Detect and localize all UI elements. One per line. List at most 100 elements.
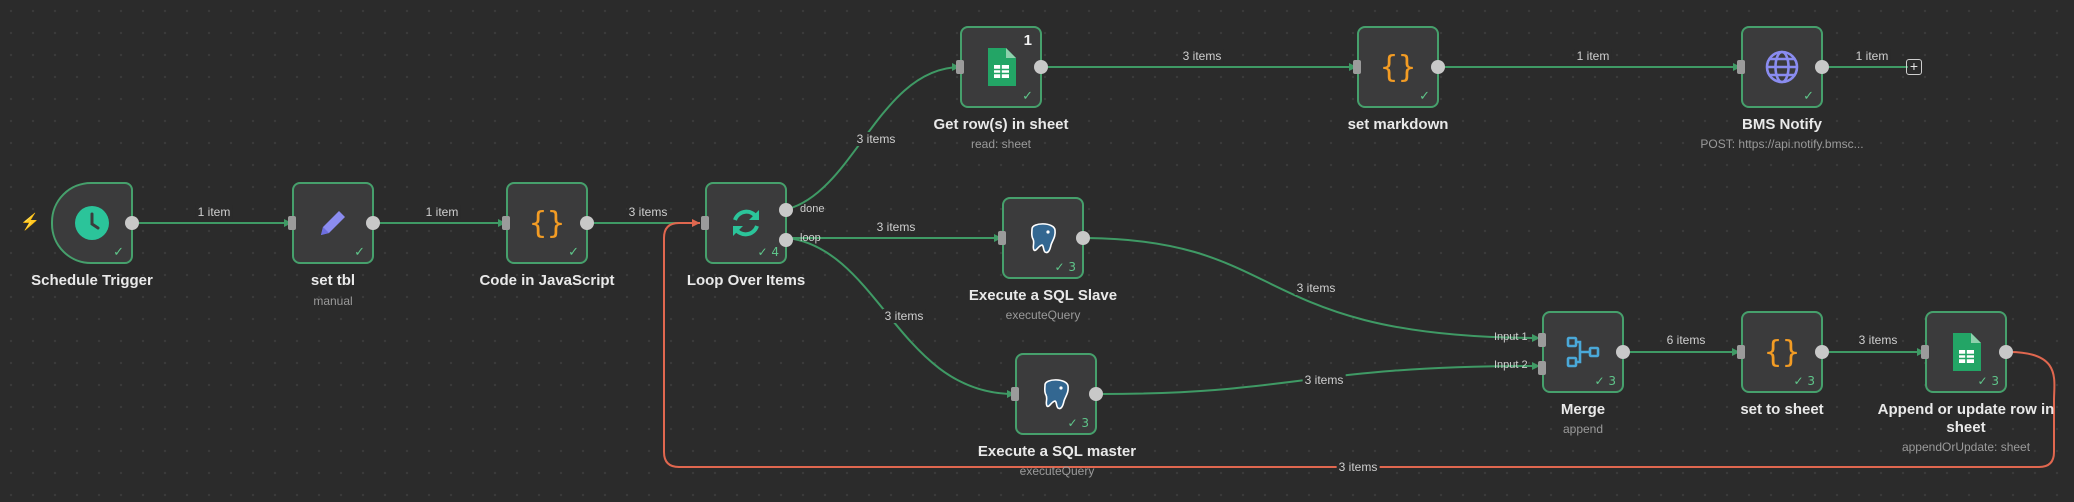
globe-icon	[1764, 49, 1800, 85]
curly-braces-icon: {}	[1763, 334, 1801, 370]
lightning-bolt-icon: ⚡	[20, 214, 40, 231]
node-execute-sql-master[interactable]: ✓ 3	[1011, 353, 1103, 435]
node-execute-sql-slave[interactable]: ✓ 3	[998, 197, 1090, 279]
node-label: Merge	[1560, 401, 1606, 418]
svg-text:{}: {}	[529, 206, 565, 241]
node-get-rows-in-sheet[interactable]: 1 ✓	[956, 26, 1048, 108]
edge-label: 3 items	[882, 309, 926, 323]
node-label: Append or update row in sheet	[1877, 401, 2055, 436]
node-loop-over-items[interactable]: ✓ 4	[701, 182, 793, 264]
execution-badge: 1	[1023, 32, 1032, 49]
node-label: BMS Notify	[1742, 116, 1822, 133]
output-port-loop[interactable]	[779, 233, 793, 247]
input-port[interactable]	[288, 216, 296, 230]
node-label: Get row(s) in sheet	[933, 116, 1069, 133]
output-port[interactable]	[1431, 60, 1445, 74]
svg-text:{}: {}	[1764, 335, 1800, 370]
output-port[interactable]	[1815, 60, 1829, 74]
node-subtitle: POST: https://api.notify.bmsc...	[1700, 137, 1864, 151]
pencil-icon	[315, 205, 351, 241]
success-check-icon: ✓	[1022, 88, 1033, 103]
node-label: set to sheet	[1740, 401, 1824, 418]
port-label-input-2: Input 2	[1494, 359, 1528, 371]
output-port-done[interactable]	[779, 203, 793, 217]
success-check-icon: ✓	[1803, 88, 1814, 103]
port-label-loop: loop	[800, 232, 821, 244]
node-merge[interactable]: ✓ 3	[1538, 311, 1630, 393]
output-port[interactable]	[1089, 387, 1103, 401]
node-label: set tbl	[310, 272, 356, 289]
input-port[interactable]	[998, 231, 1006, 245]
run-count: ✓ 3	[1594, 374, 1616, 388]
edge-label: 3 items	[626, 205, 670, 219]
input-port[interactable]	[1921, 345, 1929, 359]
success-check-icon: ✓	[1419, 88, 1430, 103]
add-node-button[interactable]: +	[1906, 59, 1922, 75]
input-port[interactable]	[1737, 60, 1745, 74]
svg-text:{}: {}	[1380, 50, 1416, 85]
input-port-1[interactable]	[1538, 333, 1546, 347]
run-count: ✓ 3	[1793, 374, 1815, 388]
node-subtitle: appendOrUpdate: sheet	[1901, 440, 2031, 454]
node-label: Schedule Trigger	[31, 272, 153, 289]
success-check-icon: ✓	[354, 244, 365, 259]
input-port-2[interactable]	[1538, 361, 1546, 375]
node-subtitle: read: sheet	[970, 137, 1032, 151]
output-port[interactable]	[125, 216, 139, 230]
edge-label: 6 items	[1664, 333, 1708, 347]
edge-label: 3 items	[1302, 373, 1346, 387]
input-port[interactable]	[1353, 60, 1361, 74]
node-subtitle: executeQuery	[1005, 308, 1081, 322]
run-count: ✓ 4	[757, 245, 779, 259]
curly-braces-icon: {}	[528, 205, 566, 241]
node-label: Execute a SQL master	[977, 443, 1137, 460]
node-subtitle: append	[1562, 422, 1604, 436]
curly-braces-icon: {}	[1379, 49, 1417, 85]
node-set-to-sheet[interactable]: {} ✓ 3	[1737, 311, 1829, 393]
success-check-icon: ✓	[568, 244, 579, 259]
connection-slave-merge	[1086, 237, 1541, 339]
port-label-input-1: Input 1	[1494, 331, 1528, 343]
run-count: ✓ 3	[1977, 374, 1999, 388]
merge-icon	[1565, 334, 1601, 370]
input-port[interactable]	[956, 60, 964, 74]
plus-icon: +	[1909, 58, 1919, 74]
edge-label: 1 item	[195, 205, 233, 219]
output-port[interactable]	[366, 216, 380, 230]
port-label-done: done	[800, 203, 825, 215]
node-set-tbl[interactable]: ✓	[288, 182, 380, 264]
node-subtitle: executeQuery	[1019, 464, 1095, 478]
connection-loop-getrows	[787, 66, 961, 210]
output-port[interactable]	[1616, 345, 1630, 359]
output-port[interactable]	[1815, 345, 1829, 359]
node-bms-notify[interactable]: ✓	[1737, 26, 1829, 108]
output-port[interactable]	[1034, 60, 1048, 74]
refresh-icon	[727, 204, 765, 242]
node-label: set markdown	[1347, 116, 1449, 133]
node-set-markdown[interactable]: {} ✓	[1353, 26, 1445, 108]
run-count: ✓ 3	[1067, 416, 1089, 430]
edge-label: 3 items	[1856, 333, 1900, 347]
success-check-icon: ✓	[113, 244, 124, 259]
node-append-or-update-row[interactable]: ✓ 3	[1921, 311, 2013, 393]
node-schedule-trigger[interactable]: ✓	[51, 182, 139, 264]
edge-label: 3 items	[1180, 49, 1224, 63]
google-sheets-icon	[1951, 333, 1981, 371]
input-port[interactable]	[1737, 345, 1745, 359]
node-label: Code in JavaScript	[479, 272, 615, 289]
output-port[interactable]	[1999, 345, 2013, 359]
input-port[interactable]	[701, 216, 709, 230]
node-subtitle: manual	[313, 294, 353, 308]
output-port[interactable]	[1076, 231, 1090, 245]
output-port[interactable]	[580, 216, 594, 230]
edge-label: 1 item	[423, 205, 461, 219]
clock-icon	[74, 205, 110, 241]
edge-label: 1 item	[1574, 49, 1612, 63]
connection-append-loop	[663, 222, 2056, 468]
node-label: Loop Over Items	[686, 272, 806, 289]
input-port[interactable]	[502, 216, 510, 230]
input-port[interactable]	[1011, 387, 1019, 401]
node-code-in-javascript[interactable]: {} ✓	[502, 182, 594, 264]
